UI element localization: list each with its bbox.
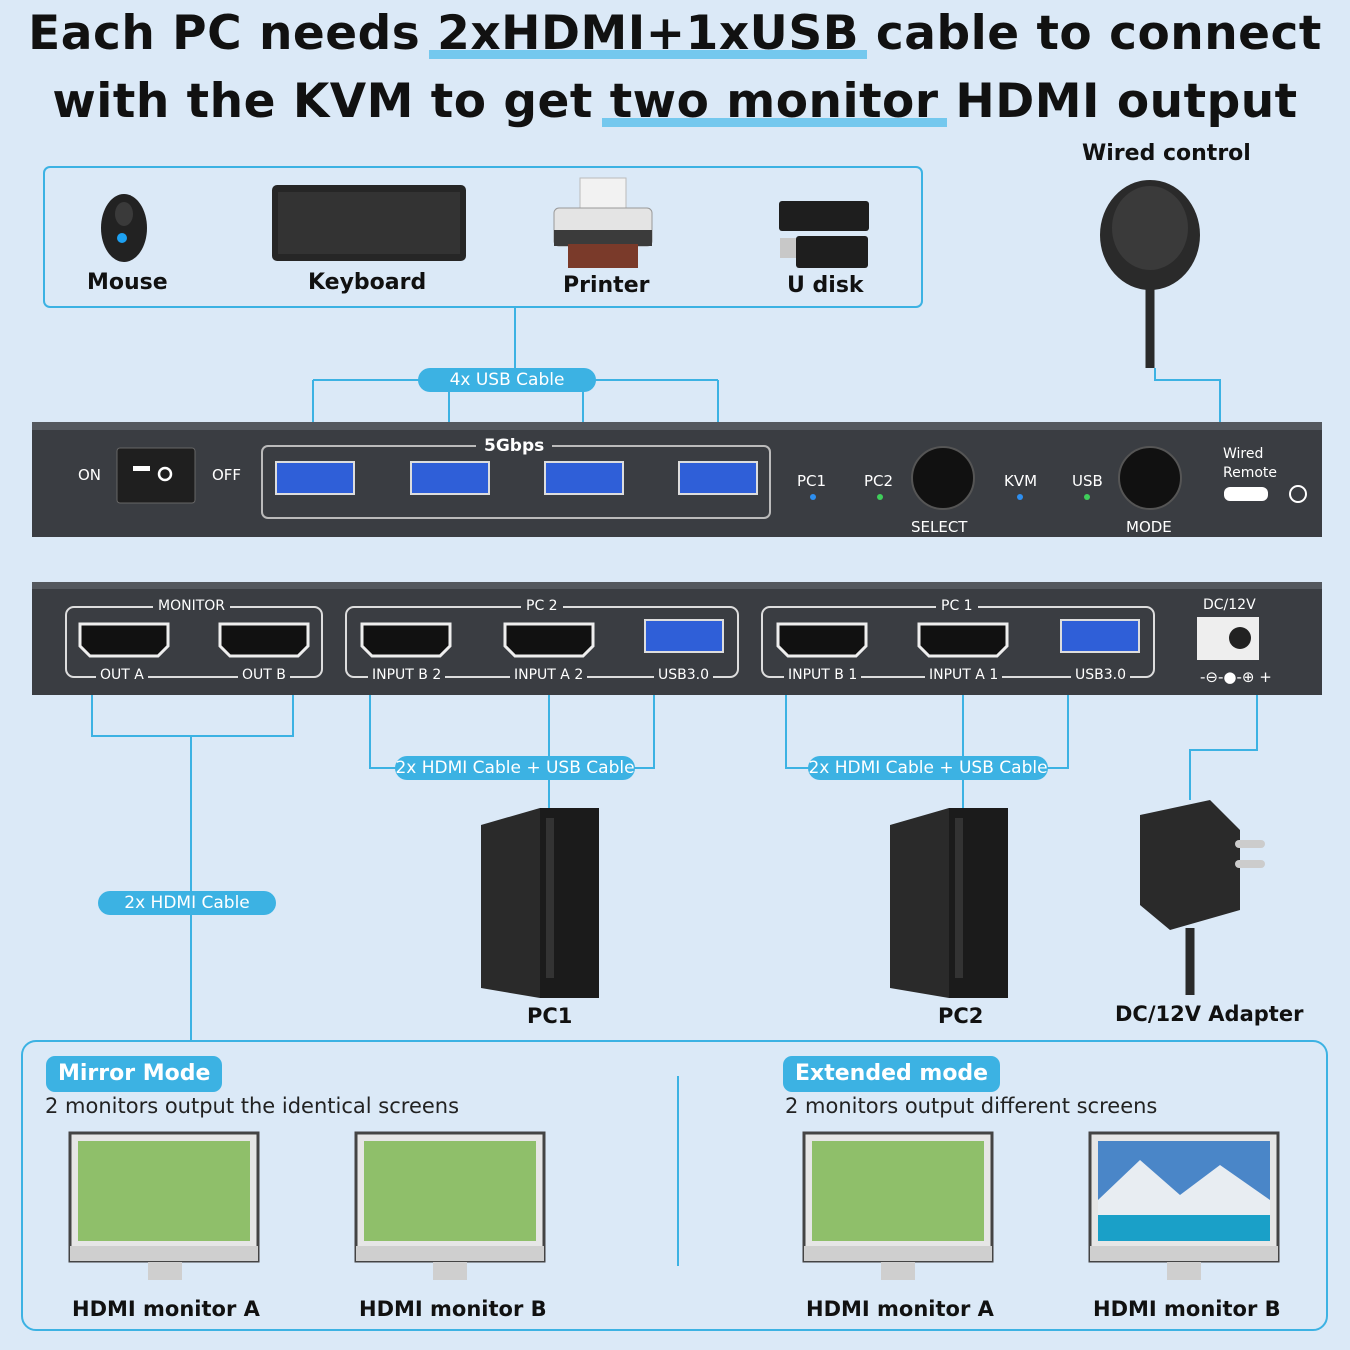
extended-mode-description: 2 monitors output different screens: [785, 1094, 1158, 1118]
input-b1-label: INPUT B 1: [784, 667, 862, 683]
usb-cable-pill: 4x USB Cable: [418, 368, 596, 392]
input-a2-label: INPUT A 2: [510, 667, 588, 683]
dc-polarity-icon: -⊖-●-⊕ +: [1200, 668, 1272, 686]
peripherals-frame: [43, 166, 923, 308]
mouse-label: Mouse: [87, 270, 168, 295]
pc2-group-label: PC 2: [521, 598, 563, 614]
headline-text: with the KVM to get: [52, 74, 610, 129]
headline-highlight: two monitor: [609, 74, 939, 129]
monitor-icon: [802, 1131, 994, 1280]
monitor-icon: [68, 1131, 260, 1280]
extended-mode-badge: Extended mode: [783, 1056, 1001, 1092]
mirror-mode-description: 2 monitors output the identical screens: [45, 1094, 460, 1118]
pc2-led-label: PC2: [864, 472, 894, 490]
headline-line-1: Each PC needs 2xHDMI+1xUSB cable to conn…: [0, 6, 1350, 61]
pc1-label: PC1: [527, 1004, 573, 1028]
pc1-tower-icon: [481, 808, 599, 998]
adapter-label: DC/12V Adapter: [1115, 1002, 1304, 1026]
headline-text: HDMI output: [938, 74, 1298, 129]
keyboard-icon: [272, 185, 466, 261]
mirror-monitor-a-label: HDMI monitor A: [72, 1297, 260, 1321]
extended-monitor-b-label: HDMI monitor B: [1093, 1297, 1281, 1321]
usb-led-label: USB: [1072, 472, 1103, 490]
out-a-label: OUT A: [96, 667, 148, 683]
headline-text: cable to connect: [859, 6, 1322, 61]
u-disk-label: U disk: [787, 273, 864, 298]
kvm-led-label: KVM: [1004, 472, 1038, 490]
mouse-icon: [101, 194, 147, 262]
pc2-tower-icon: [890, 808, 1008, 998]
wired-control-icon: [1100, 180, 1200, 368]
monitor-icon: [354, 1131, 546, 1280]
printer-icon: [553, 177, 653, 268]
input-b2-label: INPUT B 2: [368, 667, 446, 683]
mirror-mode-badge: Mirror Mode: [46, 1056, 223, 1092]
dc-input-label: DC/12V: [1203, 597, 1256, 613]
pc2-usb-label: USB3.0: [654, 667, 714, 683]
kvm-front-panel: [32, 422, 1322, 537]
wired-control-label: Wired control: [1082, 141, 1251, 166]
power-off-label: OFF: [212, 466, 242, 484]
input-a1-label: INPUT A 1: [925, 667, 1003, 683]
modes-frame: [21, 1040, 1328, 1331]
monitor-icon: [1088, 1131, 1280, 1280]
keyboard-label: Keyboard: [308, 270, 427, 295]
pc1-led-label: PC1: [797, 472, 827, 490]
wired-remote-label-1: Wired: [1223, 446, 1264, 462]
extended-monitor-a-label: HDMI monitor A: [806, 1297, 994, 1321]
headline-line-2: with the KVM to get two monitor HDMI out…: [0, 74, 1350, 129]
printer-label: Printer: [563, 273, 650, 298]
u-disk-icon: [779, 201, 869, 268]
headline-highlight: 2xHDMI+1xUSB: [437, 6, 860, 61]
pc1-cable-pill: 2x HDMI Cable + USB Cable: [808, 756, 1048, 780]
mode-button-label: MODE: [1126, 518, 1172, 536]
hdmi-cable-pill: 2x HDMI Cable: [98, 891, 276, 915]
pc1-usb-label: USB3.0: [1071, 667, 1131, 683]
select-button-label: SELECT: [911, 518, 968, 536]
headline-text: Each PC needs: [28, 6, 438, 61]
pc1-group-label: PC 1: [936, 598, 978, 614]
wired-remote-label-2: Remote: [1223, 465, 1278, 481]
monitor-group-label: MONITOR: [153, 598, 230, 614]
power-on-label: ON: [78, 466, 102, 484]
mirror-monitor-b-label: HDMI monitor B: [359, 1297, 547, 1321]
usb-speed-label: 5Gbps: [476, 436, 553, 456]
power-adapter-icon: [1140, 800, 1265, 995]
pc2-cable-pill: 2x HDMI Cable + USB Cable: [395, 756, 635, 780]
pc2-label: PC2: [938, 1004, 984, 1028]
out-b-label: OUT B: [238, 667, 290, 683]
